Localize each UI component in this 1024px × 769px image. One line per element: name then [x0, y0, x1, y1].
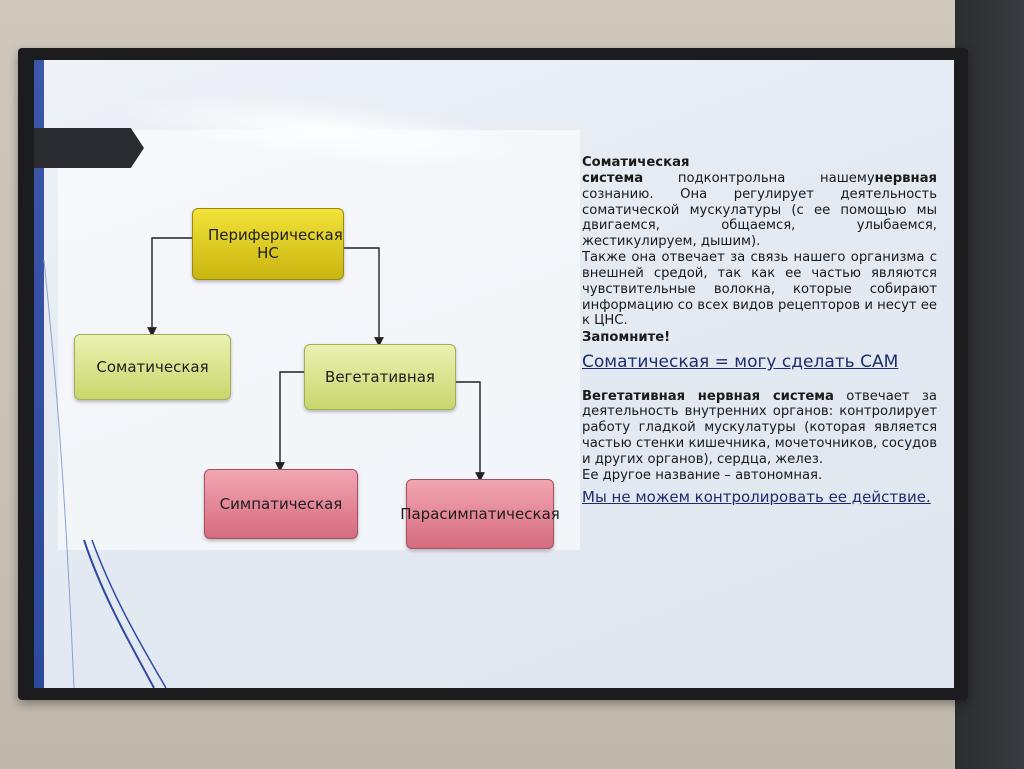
node-parasympathetic-label: Парасимпатическая	[400, 505, 560, 523]
arrow-tab-decoration	[34, 128, 144, 168]
node-parasympathetic: Парасимпатическая	[400, 479, 560, 549]
somatic-title-word2: нервная	[874, 170, 937, 186]
somatic-title-word3: система	[582, 170, 644, 186]
node-sympathetic: Симпатическая	[204, 469, 358, 539]
node-peripheral-ns: Периферическая НС	[192, 208, 344, 280]
node-vegetative-label: Вегетативная	[325, 368, 435, 386]
somatic-p1-text: подконтрольна нашему сознанию. Она регул…	[582, 170, 937, 250]
node-peripheral-label: Периферическая НС	[208, 226, 343, 262]
somatic-formula: Соматическая = могу сделать САМ	[582, 352, 899, 373]
vegetative-p1-text: отвечает за деятельность внутренних орга…	[582, 388, 937, 467]
somatic-title-word1: Соматическая	[582, 155, 690, 170]
vegetative-paragraph-1: Вегетативная нервная система отвечает за…	[582, 389, 937, 468]
node-somatic: Соматическая	[74, 334, 231, 400]
somatic-paragraph-1: система нервная подконтрольна нашему соз…	[582, 171, 937, 250]
node-somatic-label: Соматическая	[96, 358, 209, 376]
slide-text-panel: Соматическая система нервная подконтроль…	[582, 155, 937, 506]
vegetative-paragraph-2: Ее другое название – автономная.	[582, 467, 823, 483]
vegetative-title: Вегетативная нервная система	[582, 388, 834, 404]
node-sympathetic-label: Симпатическая	[219, 495, 343, 513]
somatic-paragraph-2: Также она отвечает за связь нашего орган…	[582, 250, 937, 329]
remember-label: Запомните!	[582, 330, 671, 346]
presentation-slide: Периферическая НС Соматическая Вегетатив…	[34, 60, 954, 688]
node-vegetative: Вегетативная	[304, 344, 456, 410]
slide-side-strip	[34, 60, 44, 688]
diagram-connectors	[43, 237, 485, 688]
vegetative-paragraph-3: Мы не можем контролировать ее действие.	[582, 487, 931, 506]
somatic-title-line: Соматическая	[582, 155, 937, 171]
